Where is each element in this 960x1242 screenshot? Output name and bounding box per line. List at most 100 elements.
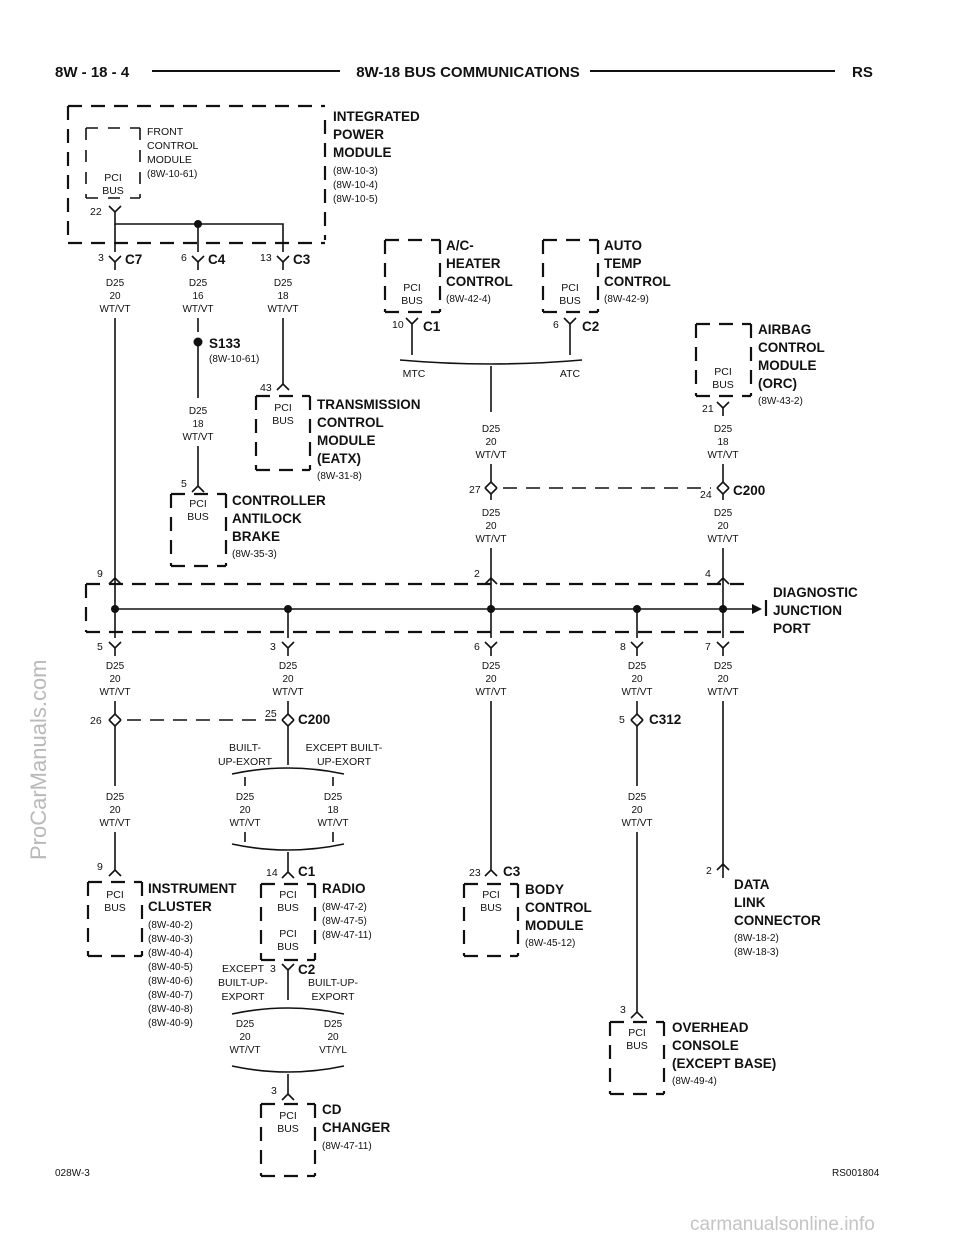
tcm-name-3: (EATX) [317, 451, 361, 466]
c200a-label: C200 [733, 483, 765, 498]
wire-hvac-0: D25 [482, 424, 501, 435]
wire-c312-2: WT/VT [621, 818, 652, 829]
tcm-name-0: TRANSMISSION [317, 397, 421, 412]
ach-ref-0: (8W-42-4) [446, 294, 491, 305]
cab-name-0: CONTROLLER [232, 493, 326, 508]
djp-top-pin-2: 2 [474, 568, 480, 580]
cab-pin: 5 [181, 478, 187, 490]
front-control-module [85, 127, 141, 199]
diagnostic-junction-port [84, 582, 750, 634]
wire-rbuilt-0: D25 [236, 792, 255, 803]
cd-name-1: CHANGER [322, 1120, 391, 1135]
bcm-pin: 23 [469, 867, 481, 879]
wire-rexcept-0: D25 [324, 792, 343, 803]
djp-bottom-pin-8: 8 [620, 641, 626, 653]
built1-0: BUILT- [229, 742, 261, 754]
oh-name-0: OVERHEAD [672, 1020, 749, 1035]
orc-name-2: MODULE [758, 358, 817, 373]
ic-ref-0: (8W-40-2) [148, 920, 193, 931]
ac-heater-control [383, 238, 442, 314]
ic-name-0: INSTRUMENT [148, 881, 237, 896]
wire-c3-0: D25 [274, 278, 293, 289]
wire-c200l-1: 20 [485, 521, 497, 532]
ipm-internal-wiring [114, 212, 284, 252]
dlc-name-1: LINK [734, 895, 766, 910]
ic-ref-1: (8W-40-3) [148, 934, 193, 945]
cab-name-1: ANTILOCK [232, 511, 302, 526]
bcm-bus-1: BUS [480, 902, 502, 914]
orc-name-1: CONTROL [758, 340, 825, 355]
wire-b6-1: 20 [485, 674, 497, 685]
radio-bus-top-0: PCI [279, 889, 297, 901]
atc-bus-1: BUS [559, 295, 581, 307]
ipm-ref-1: (8W-10-4) [333, 180, 378, 191]
wire-cdbuilt-1: 20 [327, 1032, 339, 1043]
wire-c200r-2: WT/VT [707, 534, 738, 545]
airbag-control-module [694, 322, 753, 398]
overhead-console [608, 1020, 666, 1096]
radio-conn1: C1 [298, 864, 316, 879]
wire-c200l-2: WT/VT [475, 534, 506, 545]
ipm-name-1: POWER [333, 127, 384, 142]
wire-c200r-1: 20 [717, 521, 729, 532]
oh-name-2: (EXCEPT BASE) [672, 1056, 776, 1071]
c4-pin: 6 [181, 252, 187, 264]
footer-right: RS001804 [832, 1168, 880, 1179]
ic-bus-1: BUS [104, 902, 126, 914]
oh-name-1: CONSOLE [672, 1038, 739, 1053]
djp-top-pin-9: 9 [97, 568, 103, 580]
fcm-name-1: CONTROL [147, 140, 198, 152]
atc-ref-0: (8W-42-9) [604, 294, 649, 305]
cd-name-0: CD [322, 1102, 342, 1117]
tcm-name-1: CONTROL [317, 415, 384, 430]
header-center: 8W-18 BUS COMMUNICATIONS [356, 64, 580, 81]
fcm-name-2: MODULE [147, 154, 192, 166]
ic-bus-0: PCI [106, 889, 124, 901]
dlc-pin: 2 [706, 865, 712, 877]
except2-1: BUILT-UP- [218, 977, 268, 989]
fcm-bus-0: PCI [104, 172, 122, 184]
wire-b5-1: 20 [109, 674, 121, 685]
label-mtc: MTC [403, 368, 426, 380]
wire-b3-2: WT/VT [272, 687, 303, 698]
orc-bus-1: BUS [712, 379, 734, 391]
except1-0: EXCEPT BUILT- [306, 742, 383, 754]
ipm-ref-0: (8W-10-3) [333, 166, 378, 177]
wire-s133-0: D25 [189, 406, 208, 417]
djp-bottom-pin-7: 7 [705, 641, 711, 653]
wire-c3-2: WT/VT [267, 304, 298, 315]
ach-name-2: CONTROL [446, 274, 513, 289]
wire-ic-0: D25 [106, 792, 125, 803]
bcm-name-1: CONTROL [525, 900, 592, 915]
radio-bus-bot-0: PCI [279, 928, 297, 940]
wire-cdbuilt-2: VT/YL [319, 1045, 347, 1056]
orc-name-3: (ORC) [758, 376, 797, 391]
bcm-bus-0: PCI [482, 889, 500, 901]
djp-name-0: DIAGNOSTIC [773, 585, 858, 600]
s133-label: S133 [209, 336, 241, 351]
c312-label: C312 [649, 712, 681, 727]
atc-name-2: CONTROL [604, 274, 671, 289]
fcm-bus-1: BUS [102, 185, 124, 197]
footer-left: 028W-3 [55, 1168, 90, 1179]
wire-cdexcept-0: D25 [236, 1019, 255, 1030]
bcm-name-2: MODULE [525, 918, 584, 933]
except2-2: EXPORT [222, 991, 266, 1003]
instrument-cluster [86, 880, 144, 958]
built2-0: BUILT-UP- [308, 977, 358, 989]
dlc-name-2: CONNECTOR [734, 913, 821, 928]
wire-c312-1: 20 [631, 805, 643, 816]
dlc-ref-1: (8W-18-3) [734, 947, 779, 958]
radio-pin2: 3 [270, 963, 276, 975]
wire-s133-2: WT/VT [182, 432, 213, 443]
wire-c3-1: 18 [277, 291, 289, 302]
wire-c7-0: D25 [106, 278, 125, 289]
wire-rbuilt-2: WT/VT [229, 818, 260, 829]
wire-rexcept-1: 18 [327, 805, 339, 816]
wire-b3-1: 20 [282, 674, 294, 685]
ach-name-1: HEATER [446, 256, 501, 271]
wire-orc-2: WT/VT [707, 450, 738, 461]
c4-label: C4 [208, 252, 226, 267]
djp-name-2: PORT [773, 621, 811, 636]
orc-ref-0: (8W-43-2) [758, 396, 803, 407]
